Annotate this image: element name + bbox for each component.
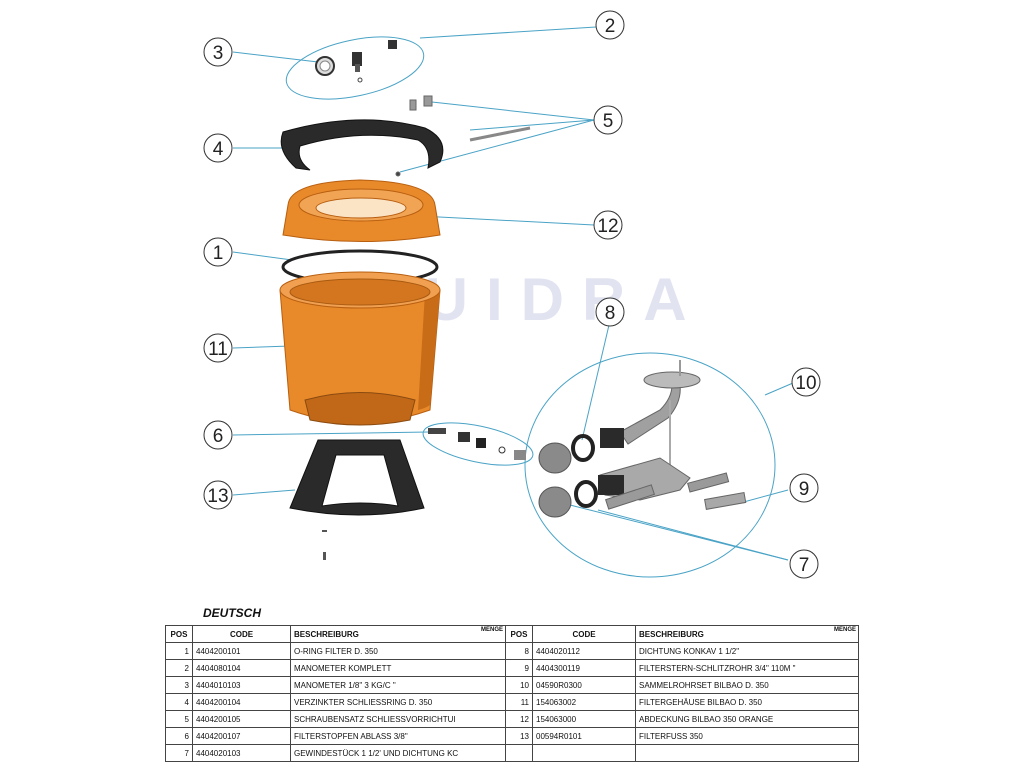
callout-10: 10 xyxy=(791,367,821,397)
svg-text:12: 12 xyxy=(597,216,618,237)
exploded-parts-diagram: FLUIDRA xyxy=(203,10,821,579)
svg-text:9: 9 xyxy=(799,479,810,500)
callout-1: 1 xyxy=(203,237,233,267)
callout-3: 3 xyxy=(203,37,233,67)
manometer-parts xyxy=(315,40,397,83)
screw-set-parts xyxy=(395,95,531,177)
filter-housing xyxy=(279,271,441,426)
leader-lines xyxy=(232,26,794,561)
svg-text:11: 11 xyxy=(208,339,228,360)
header-pos: POS xyxy=(165,625,193,643)
small-screw xyxy=(322,530,327,560)
section-title: DEUTSCH xyxy=(203,606,262,620)
svg-text:3: 3 xyxy=(213,43,224,64)
header-qty: MENGE xyxy=(480,627,503,633)
svg-text:4: 4 xyxy=(213,139,224,160)
callout-5: 5 xyxy=(593,105,623,135)
callout-13: 13 xyxy=(203,480,233,510)
svg-text:13: 13 xyxy=(207,486,228,507)
closing-ring xyxy=(280,119,444,171)
callout-12: 12 xyxy=(593,210,623,240)
top-cover xyxy=(282,179,441,242)
callouts: 2 3 5 4 12 1 8 11 10 6 9 13 7 xyxy=(203,10,821,579)
callout-4: 4 xyxy=(203,133,233,163)
collector-set-ellipse xyxy=(524,352,776,578)
svg-text:7: 7 xyxy=(799,555,810,576)
svg-text:2: 2 xyxy=(605,16,616,37)
svg-text:6: 6 xyxy=(213,426,224,447)
header-code: CODE xyxy=(192,625,291,643)
header-code: CODE xyxy=(532,625,636,643)
callout-11: 11 xyxy=(203,333,233,363)
svg-text:10: 10 xyxy=(795,373,816,394)
svg-text:5: 5 xyxy=(603,111,614,132)
collector-set xyxy=(538,360,747,518)
header-qty: MENGE xyxy=(833,627,856,633)
callout-6: 6 xyxy=(203,420,233,450)
filter-foot xyxy=(289,439,425,516)
svg-text:1: 1 xyxy=(213,243,224,264)
svg-text:8: 8 xyxy=(605,303,616,324)
callout-2: 2 xyxy=(595,10,625,40)
drain-plug-parts xyxy=(428,428,526,460)
callout-9: 9 xyxy=(789,473,819,503)
manometer-group-ellipse xyxy=(285,36,425,100)
header-pos: POS xyxy=(505,625,533,643)
callout-8: 8 xyxy=(595,297,625,327)
callout-7: 7 xyxy=(789,549,819,579)
